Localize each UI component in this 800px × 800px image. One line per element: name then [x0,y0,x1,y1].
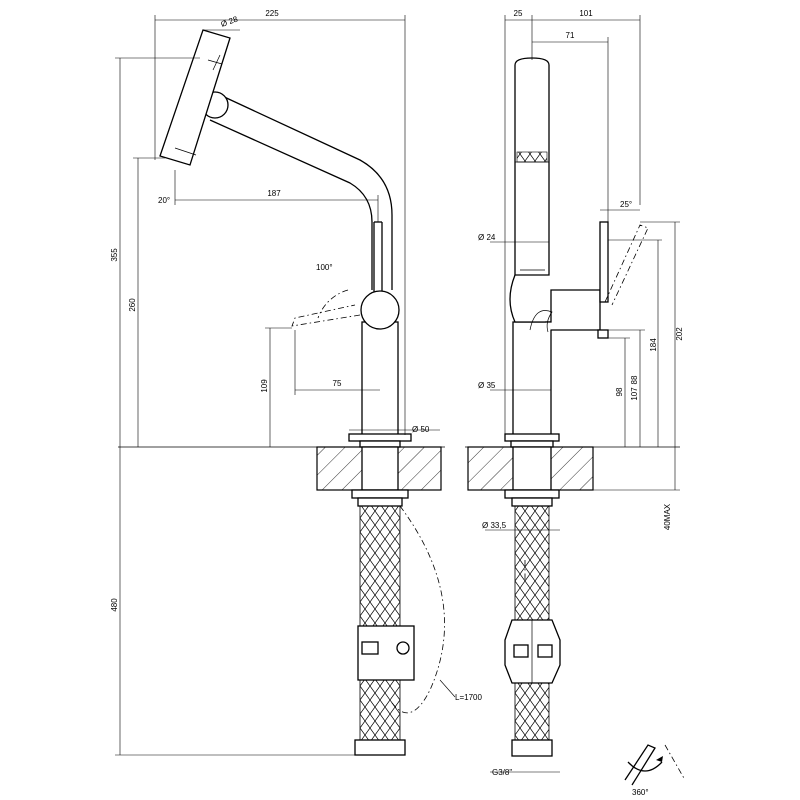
dim-base-diameter: Ø 50 [412,425,430,434]
dim-pullout-hose: L=1700 [455,693,482,702]
dim-lever-reach: 75 [333,379,342,388]
side-faucet-body [348,321,412,507]
dim-front-spout-diameter: Ø 24 [478,233,496,242]
dim-front-thread: G3/8" [492,768,512,777]
dim-lever-angle: 100° [316,263,333,272]
dim-front-height-202: 202 [675,327,684,341]
front-lever [597,221,649,339]
front-view: 25 101 71 25° Ø 24 Ø 35 202 184 107 88 9… [465,9,684,777]
dim-front-height-107: 107 [630,387,639,401]
dim-front-width: 101 [579,9,593,18]
dim-front-height-88: 88 [630,375,639,384]
dim-lever-height: 109 [260,379,269,393]
side-view: 225 Ø 28 20° 187 100° 355 260 109 75 Ø 5… [110,9,482,756]
dim-total-height: 355 [110,248,119,262]
dim-front-height-98: 98 [615,387,624,396]
dim-spout-reach: 187 [267,189,281,198]
front-faucet-body [504,321,560,507]
dim-front-shank-diameter: Ø 33,5 [482,521,507,530]
front-dimensions [485,15,680,773]
dim-front-deck-max: 40MAX [663,503,672,530]
front-supply-hoses [504,505,561,757]
rotation-symbol: 360° [624,744,686,797]
dim-front-body-diameter: Ø 35 [478,381,496,390]
dim-outlet-height: 260 [128,298,137,312]
side-supply-hoses [354,505,456,756]
side-spout [159,29,393,290]
dim-overall-width: 225 [265,9,279,18]
dim-spray-diameter: Ø 28 [220,14,240,29]
dim-front-spray-offset: 71 [566,31,575,40]
dim-hose-length: 480 [110,598,119,612]
dim-front-offset: 25 [514,9,523,18]
side-lever-handle [291,221,400,330]
dim-front-lever-angle: 25° [620,200,632,209]
dim-spray-angle: 20° [158,196,170,205]
side-dimensions [115,15,440,756]
dim-front-height-184: 184 [649,338,658,352]
rotation-label: 360° [632,788,649,797]
front-spout [509,57,601,333]
